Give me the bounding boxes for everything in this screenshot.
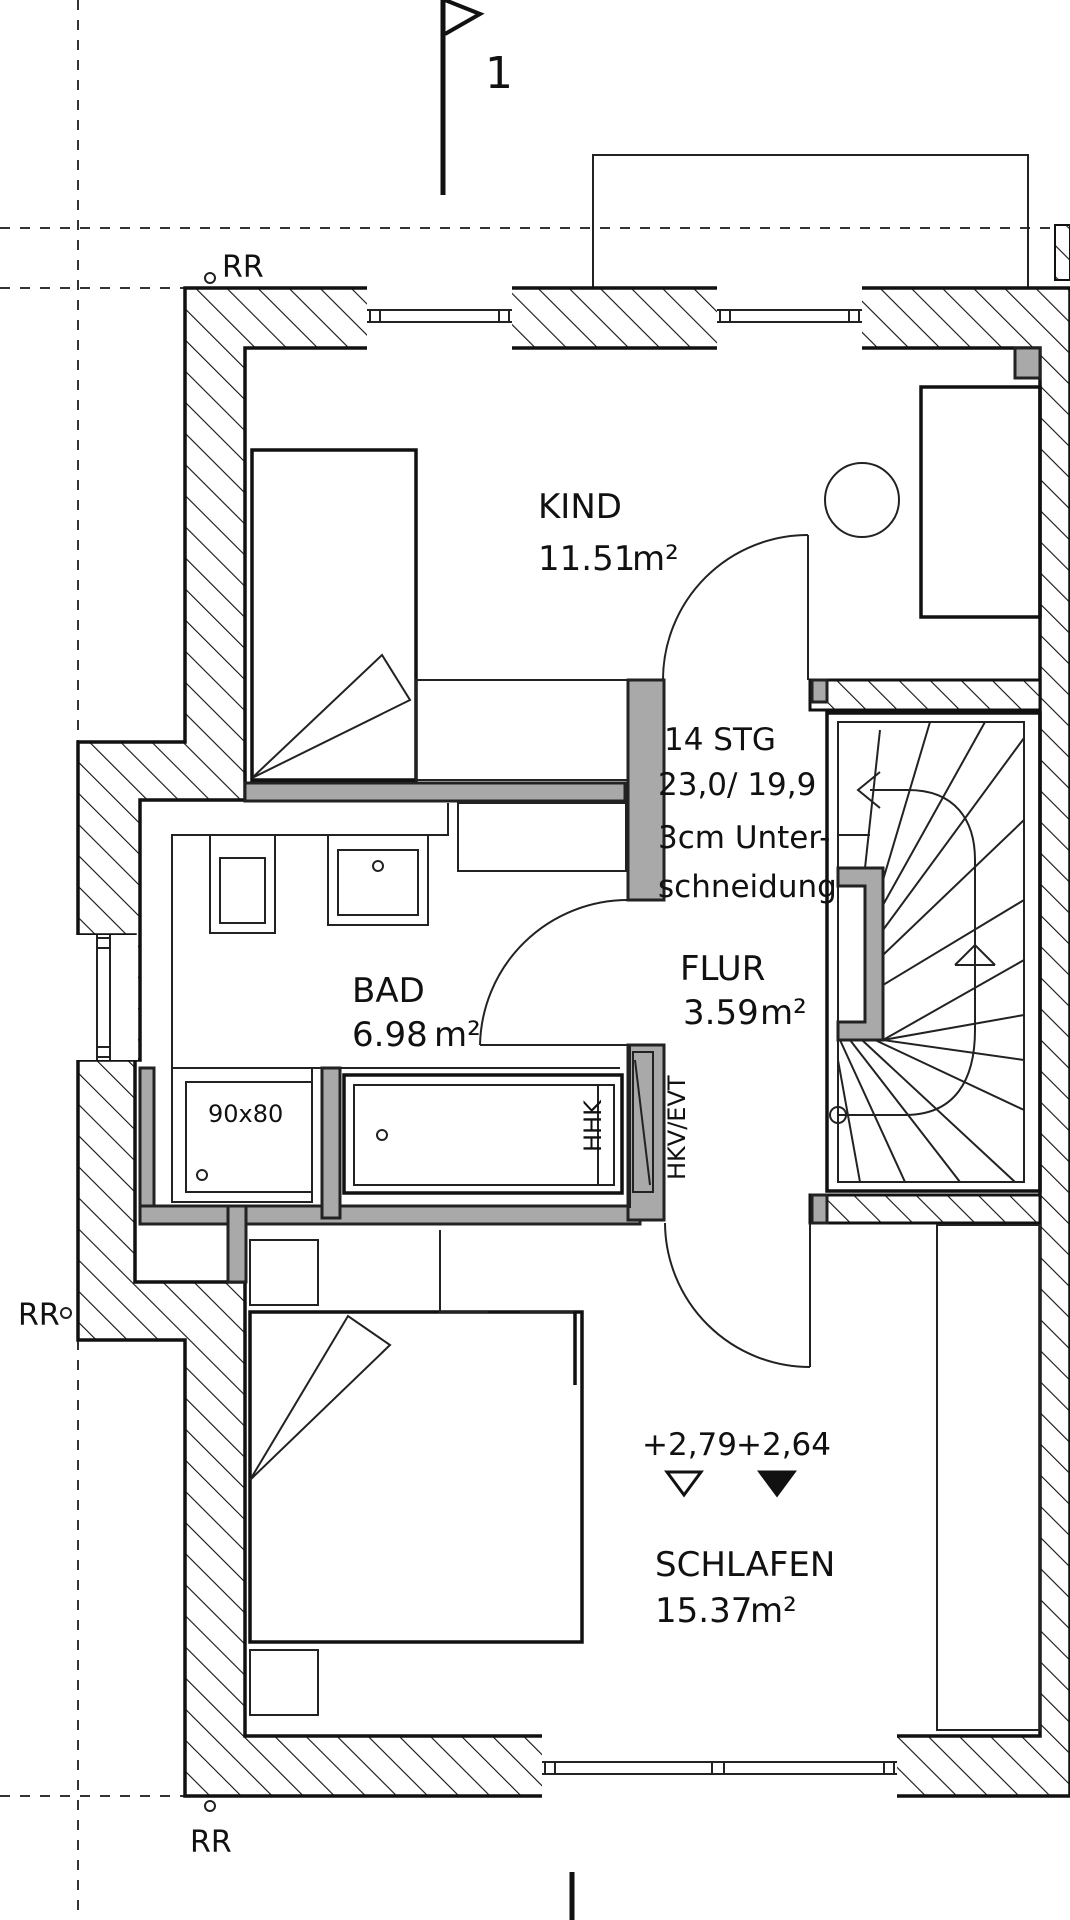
hhk-label: HHK [579,1099,607,1152]
room-name-flur: FLUR [680,949,765,989]
room-name-bad: BAD [352,971,425,1011]
level-raw-label: +2,64 [736,1427,831,1463]
room-area-bad-unit: m² [434,1015,481,1055]
staircase [825,711,1042,1193]
exterior-walls [76,286,1070,1798]
room-labels: KIND 11.51 m² BAD 6.98 m² FLUR 3.59 m² S… [352,487,835,1631]
downpipe-label-top: RR [222,250,264,285]
room-area-kind-value: 11.51 [538,539,635,579]
schlafen-furniture [248,1224,1041,1731]
dormer-outline [592,154,1029,288]
room-area-bad-value: 6.98 [352,1015,428,1055]
stair-annotation: 14 STG 23,0/ 19,9 3cm Unter- schneidung [658,722,837,905]
level-markers [664,1470,797,1498]
section-marker: 1 [440,0,575,1920]
room-area-schlafen-value: 15.37 [655,1591,752,1631]
downpipe-label-bottom: RR [190,1825,232,1860]
stair-undercut-2: schneidung [658,869,837,905]
room-area-flur-value: 3.59 [683,993,759,1033]
room-area-schlafen-unit: m² [750,1591,797,1631]
room-area-kind-unit: m² [632,539,679,579]
downpipe-label-left: RR [18,1298,60,1333]
room-name-schlafen: SCHLAFEN [655,1545,835,1585]
room-area-flur-unit: m² [760,993,807,1033]
neighbour-wall-edge [1054,224,1070,281]
windows [76,286,897,1798]
interior-walls [138,346,1042,1284]
hkv-label: HKV/EVT [663,1075,691,1180]
stair-dimensions: 23,0/ 19,9 [658,767,816,803]
stair-steps: 14 STG [664,722,776,758]
bad-fixtures [171,802,654,1203]
section-marker-label: 1 [485,48,513,99]
kind-furniture [250,385,1042,782]
shower-size-label: 90x80 [208,1100,283,1128]
stair-undercut-1: 3cm Unter- [658,820,830,856]
door-swings [479,534,811,1368]
level-finished-label: +2,79 [642,1427,737,1463]
room-name-kind: KIND [538,487,622,527]
downpipes [60,272,216,1812]
